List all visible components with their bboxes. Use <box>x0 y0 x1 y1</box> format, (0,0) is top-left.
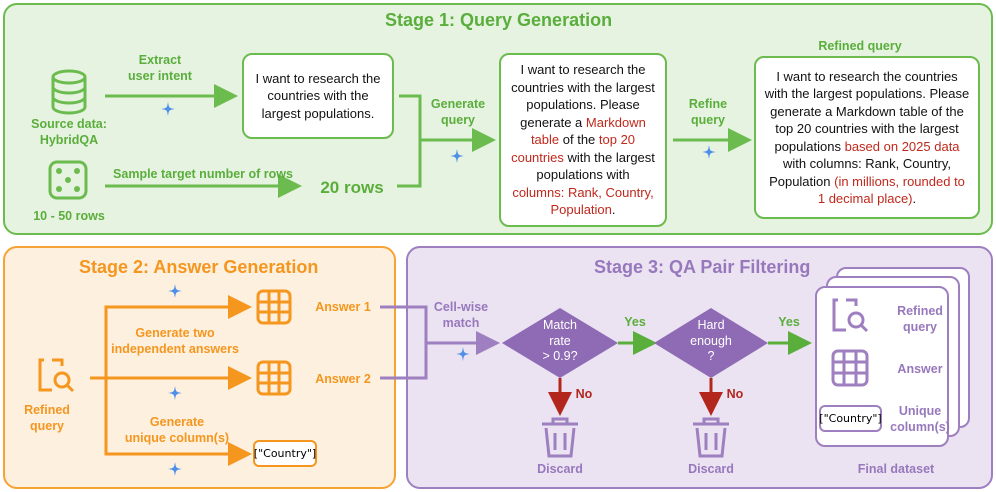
final-country-chip: ["Country"] <box>819 405 882 432</box>
no-label-2: No <box>726 387 744 401</box>
plain-text: I want to research the countries with th… <box>764 68 970 154</box>
highlighted-text: columns: Rank, Country, Population <box>512 184 654 218</box>
stage2-panel <box>3 246 396 489</box>
generate-two-answers-label: Generate two independent answers <box>111 326 239 356</box>
highlighted-text: top 20 countries <box>511 132 636 165</box>
table-icon <box>256 289 292 325</box>
plain-text: I want to research the countries with th… <box>511 62 655 130</box>
highlighted-text: based on 2025 data <box>844 138 960 154</box>
no-label-1: No <box>575 387 593 401</box>
plain-text: of the <box>559 132 599 148</box>
intent-box: I want to research the countries with th… <box>242 53 394 139</box>
rows-value: 20 rows <box>320 178 384 197</box>
match-rate-text: Match rate > 0.9? <box>542 318 578 363</box>
rows-range-label: 10 - 50 rows <box>33 209 105 223</box>
country-chip: ["Country"] <box>253 440 317 467</box>
generate-query-label: Generate query <box>430 97 486 127</box>
yes-label-1: Yes <box>624 315 646 329</box>
sparkle-icon <box>168 386 182 400</box>
extract-intent-label: Extract user intent <box>128 53 192 83</box>
plain-text: . <box>611 202 616 218</box>
stage1-title: Stage 1: Query Generation <box>385 10 613 30</box>
plain-text: . <box>912 191 917 206</box>
final-answer-label: Answer <box>897 362 943 376</box>
refined-query-box: I want to research the countries with th… <box>754 56 980 219</box>
intent-text: I want to research the countries with th… <box>255 70 381 121</box>
stage3-title: Stage 3: QA Pair Filtering <box>594 257 811 277</box>
final-dataset-label: Final dataset <box>857 462 935 476</box>
table-icon <box>256 360 292 396</box>
hard-enough-text: Hard enough ? <box>690 318 732 363</box>
sparkle-icon <box>161 102 175 116</box>
trash-icon <box>542 417 578 458</box>
refine-query-label: Refine query <box>688 97 728 127</box>
plain-text: with columns: Rank, Country, Population <box>769 156 952 189</box>
highlighted-text: (in millions, rounded to 1 decimal place… <box>817 173 965 207</box>
generated-query-box: I want to research the countries with th… <box>499 53 667 227</box>
generate-unique-columns-label: Generate unique column(s) <box>124 415 230 445</box>
refined-query-label: Refined query <box>24 403 70 433</box>
answer2-label: Answer 2 <box>315 372 371 386</box>
sparkle-icon <box>456 347 470 361</box>
stage2-title: Stage 2: Answer Generation <box>79 257 319 277</box>
yes-label-2: Yes <box>778 315 800 329</box>
source-data-label: Source data: HybridQA <box>31 117 107 147</box>
plain-text: with the largest populations with <box>536 149 655 183</box>
sparkle-icon <box>168 284 182 298</box>
dice-icon <box>48 160 88 200</box>
trash-icon <box>693 417 729 458</box>
discard-label-1: Discard <box>537 462 583 476</box>
highlighted-text: Markdown table <box>530 114 646 148</box>
database-icon <box>51 69 87 115</box>
sparkle-icon <box>450 149 464 163</box>
discard-label-2: Discard <box>688 462 734 476</box>
generated-query-text: I want to research the countries with th… <box>509 61 657 219</box>
cellwise-match-label: Cell-wise match <box>433 300 489 330</box>
match-rate-diamond <box>502 308 618 378</box>
final-refined-query-label: Refined query <box>897 304 943 334</box>
refined-query-title: Refined query <box>818 39 902 53</box>
final-unique-columns-label: Unique column(s) <box>890 404 950 434</box>
sparkle-icon <box>702 145 716 159</box>
sample-rows-label: Sample target number of rows <box>113 167 293 181</box>
answer1-label: Answer 1 <box>315 300 371 314</box>
refined-query-text: I want to research the countries with th… <box>764 68 970 208</box>
search-document-icon <box>38 358 75 393</box>
hard-enough-diamond <box>654 308 768 378</box>
sparkle-icon <box>168 462 182 476</box>
